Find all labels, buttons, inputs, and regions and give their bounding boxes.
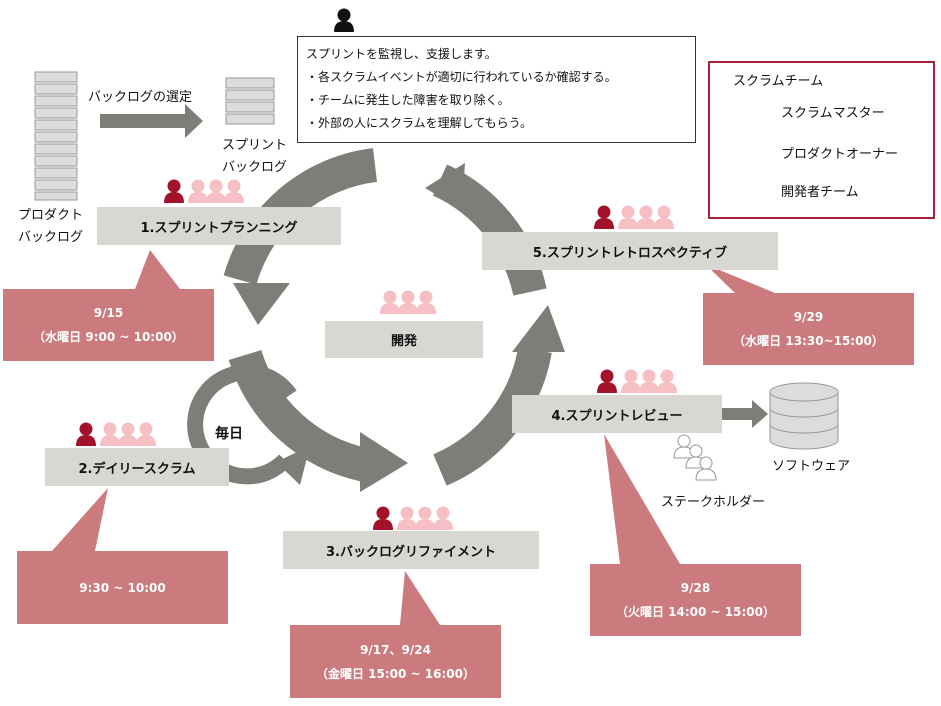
event-sprint-retrospective: 5.スプリントレトロスペクティブ (482, 232, 778, 270)
schedule-date: 9/29 (793, 310, 824, 324)
scrum-master-callout: スプリントを監視し、支援します。 ・各スクラムイベントが適切に行われているか確認… (297, 36, 696, 143)
schedule-time: （火曜日 14:00 ~ 15:00） (616, 605, 775, 619)
legend-product-owner-label: プロダクトオーナー (781, 147, 899, 162)
schedule-date: 9/28 (680, 581, 711, 595)
schedule-time: （水曜日 13:30~15:00） (733, 334, 884, 348)
development-team-icons (380, 290, 436, 314)
planning-team-icons (164, 179, 244, 203)
sprint-backlog-label-line2: バックログ (222, 160, 288, 175)
product-backlog-stack-icon (34, 71, 78, 201)
scrum-team-legend (708, 61, 935, 219)
review-team-icons (597, 369, 677, 393)
legend-dev-team-label: 開発者チーム (781, 185, 859, 200)
schedule-review: 9/28 （火曜日 14:00 ~ 15:00） (590, 564, 801, 636)
product-backlog-label: プロダクト バックログ (18, 205, 83, 249)
stakeholder-icons (673, 434, 717, 481)
schedule-retrospective: 9/29 （水曜日 13:30~15:00） (703, 293, 914, 365)
schedule-daily: 9:30 ~ 10:00 (17, 551, 228, 624)
product-backlog-label-line1: プロダクト (18, 208, 84, 223)
software-label: ソフトウェア (772, 459, 851, 474)
daily-loop-arrow (187, 364, 310, 485)
development-box: 開発 (325, 321, 483, 358)
event-daily-scrum: 2.デイリースクラム (45, 448, 229, 486)
daily-team-icons (76, 422, 156, 446)
backlog-selection-label: バックログの選定 (88, 90, 193, 105)
stakeholder-label: ステークホルダー (661, 495, 766, 510)
schedule-date: 9/17、9/24 (360, 642, 431, 657)
retro-team-icons (594, 205, 674, 229)
backlog-selection-arrow (100, 104, 203, 138)
schedule-time: 9:30 ~ 10:00 (79, 580, 166, 595)
callout-item: ・各スクラムイベントが適切に行われているか確認する。 (306, 70, 617, 84)
sprint-backlog-label-line1: スプリント (222, 138, 288, 153)
database-icon (769, 382, 839, 450)
schedule-planning: 9/15 （水曜日 9:00 ~ 10:00） (3, 289, 214, 361)
software-arrow (722, 400, 768, 428)
product-backlog-label-line2: バックログ (18, 230, 84, 245)
schedule-time: （水曜日 9:00 ~ 10:00） (33, 330, 184, 344)
event-backlog-refinement: 3.バックログリファイメント (283, 531, 539, 569)
schedule-time: （金曜日 15:00 ~ 16:00） (316, 666, 475, 681)
sprint-backlog-stack-icon (225, 77, 275, 125)
sprint-backlog-label: スプリント バックログ (222, 135, 287, 179)
schedule-callout-tails (52, 250, 775, 625)
legend-title: スクラムチーム (733, 74, 824, 89)
schedule-date: 9/15 (93, 306, 124, 320)
daily-label: 毎日 (215, 426, 243, 442)
legend-scrum-master-label: スクラムマスター (781, 106, 885, 121)
schedule-refinement: 9/17、9/24 （金曜日 15:00 ~ 16:00） (290, 625, 501, 698)
scrum-master-icon (334, 8, 354, 32)
callout-title: スプリントを監視し、支援します。 (306, 47, 497, 61)
event-sprint-review: 4.スプリントレビュー (512, 395, 722, 433)
callout-item: ・外部の人にスクラムを理解してもらう。 (306, 116, 532, 130)
event-sprint-planning: 1.スプリントプランニング (97, 207, 341, 245)
refinement-team-icons (373, 506, 453, 530)
callout-item: ・チームに発生した障害を取り除く。 (306, 93, 510, 107)
